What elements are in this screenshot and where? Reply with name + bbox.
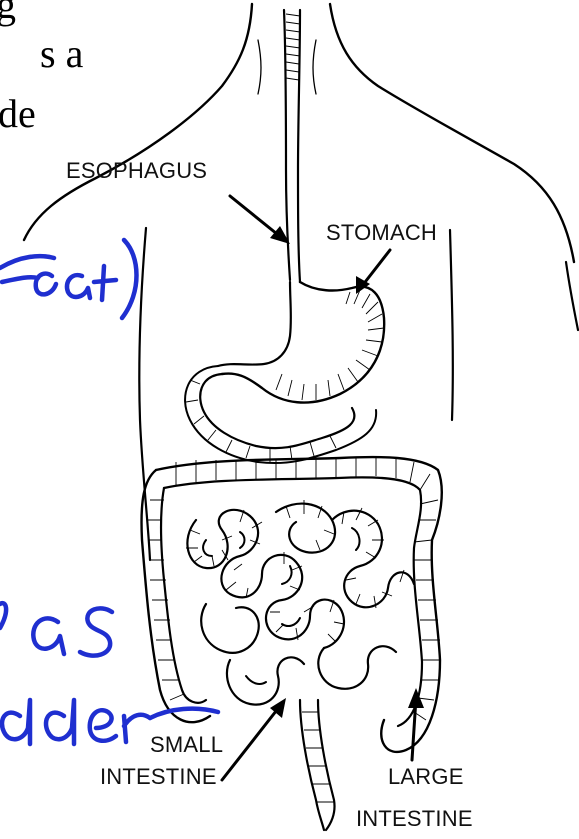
coil-6 bbox=[227, 657, 304, 704]
duodenum-outer bbox=[200, 374, 354, 448]
handwriting-letter-a2 bbox=[33, 618, 64, 654]
handwriting-underline bbox=[2, 277, 38, 282]
neck-line-left bbox=[258, 40, 261, 94]
duodenum bbox=[185, 366, 376, 463]
right-torso-outline bbox=[450, 230, 453, 420]
handwriting-top bbox=[0, 240, 137, 318]
label-large-intestine-line1: LARGE bbox=[388, 764, 464, 789]
right-arm-outline bbox=[566, 262, 578, 330]
handwriting-letter-d2 bbox=[46, 700, 74, 744]
stomach-arrow-shaft bbox=[362, 250, 390, 286]
handwriting-mid-fragment bbox=[0, 603, 6, 628]
label-esophagus: ESOPHAGUS bbox=[66, 158, 207, 183]
esophagus-hatching bbox=[286, 14, 300, 80]
coil-7 bbox=[318, 646, 396, 689]
handwriting-middle bbox=[0, 603, 112, 656]
coil-2 bbox=[262, 555, 344, 648]
coil-3 bbox=[276, 504, 335, 553]
stomach-organ bbox=[218, 282, 384, 403]
coil-5 bbox=[201, 604, 259, 653]
appendix-descending bbox=[300, 700, 324, 830]
coil-1 bbox=[187, 510, 262, 598]
colon-inner-right bbox=[164, 477, 422, 726]
label-large-intestine-line2: INTESTINE bbox=[356, 806, 473, 831]
page-text-line-3: de bbox=[0, 91, 36, 136]
handwriting-letter-r bbox=[124, 715, 150, 742]
colon-inner-left bbox=[161, 488, 206, 703]
handwriting-letter-s bbox=[80, 608, 112, 655]
handwritten-annotations bbox=[0, 240, 218, 744]
small-intestine-organ bbox=[186, 500, 414, 830]
pointer-arrows bbox=[222, 196, 424, 780]
appendix-descending-inner bbox=[318, 700, 335, 830]
label-small-intestine-line2: INTESTINE bbox=[100, 764, 217, 789]
page-text-line-2: s a bbox=[40, 31, 84, 76]
handwriting-letter-a bbox=[67, 275, 90, 298]
label-small-intestine-line1: SMALL bbox=[150, 732, 223, 757]
handwriting-letter-t bbox=[94, 266, 116, 300]
esophagus-right-wall bbox=[298, 10, 300, 282]
handwriting-letter-e bbox=[90, 710, 116, 741]
stomach-outline-inner bbox=[218, 282, 291, 366]
colon-outer-left bbox=[142, 470, 210, 722]
small-intestine-arrow-shaft bbox=[222, 706, 280, 780]
neck-line-right bbox=[313, 40, 316, 94]
handwriting-letter-d1 bbox=[2, 700, 30, 744]
stomach-outline-outer bbox=[222, 282, 384, 403]
handwriting-top-stroke bbox=[0, 256, 54, 268]
esophagus-arrow-shaft bbox=[230, 196, 282, 238]
page-text-line-1: g bbox=[0, 0, 16, 27]
handwriting-paren bbox=[122, 240, 137, 318]
coil-4 bbox=[332, 511, 414, 608]
label-stomach: STOMACH bbox=[326, 220, 437, 245]
page-text-fragments: g s a de bbox=[0, 0, 84, 136]
